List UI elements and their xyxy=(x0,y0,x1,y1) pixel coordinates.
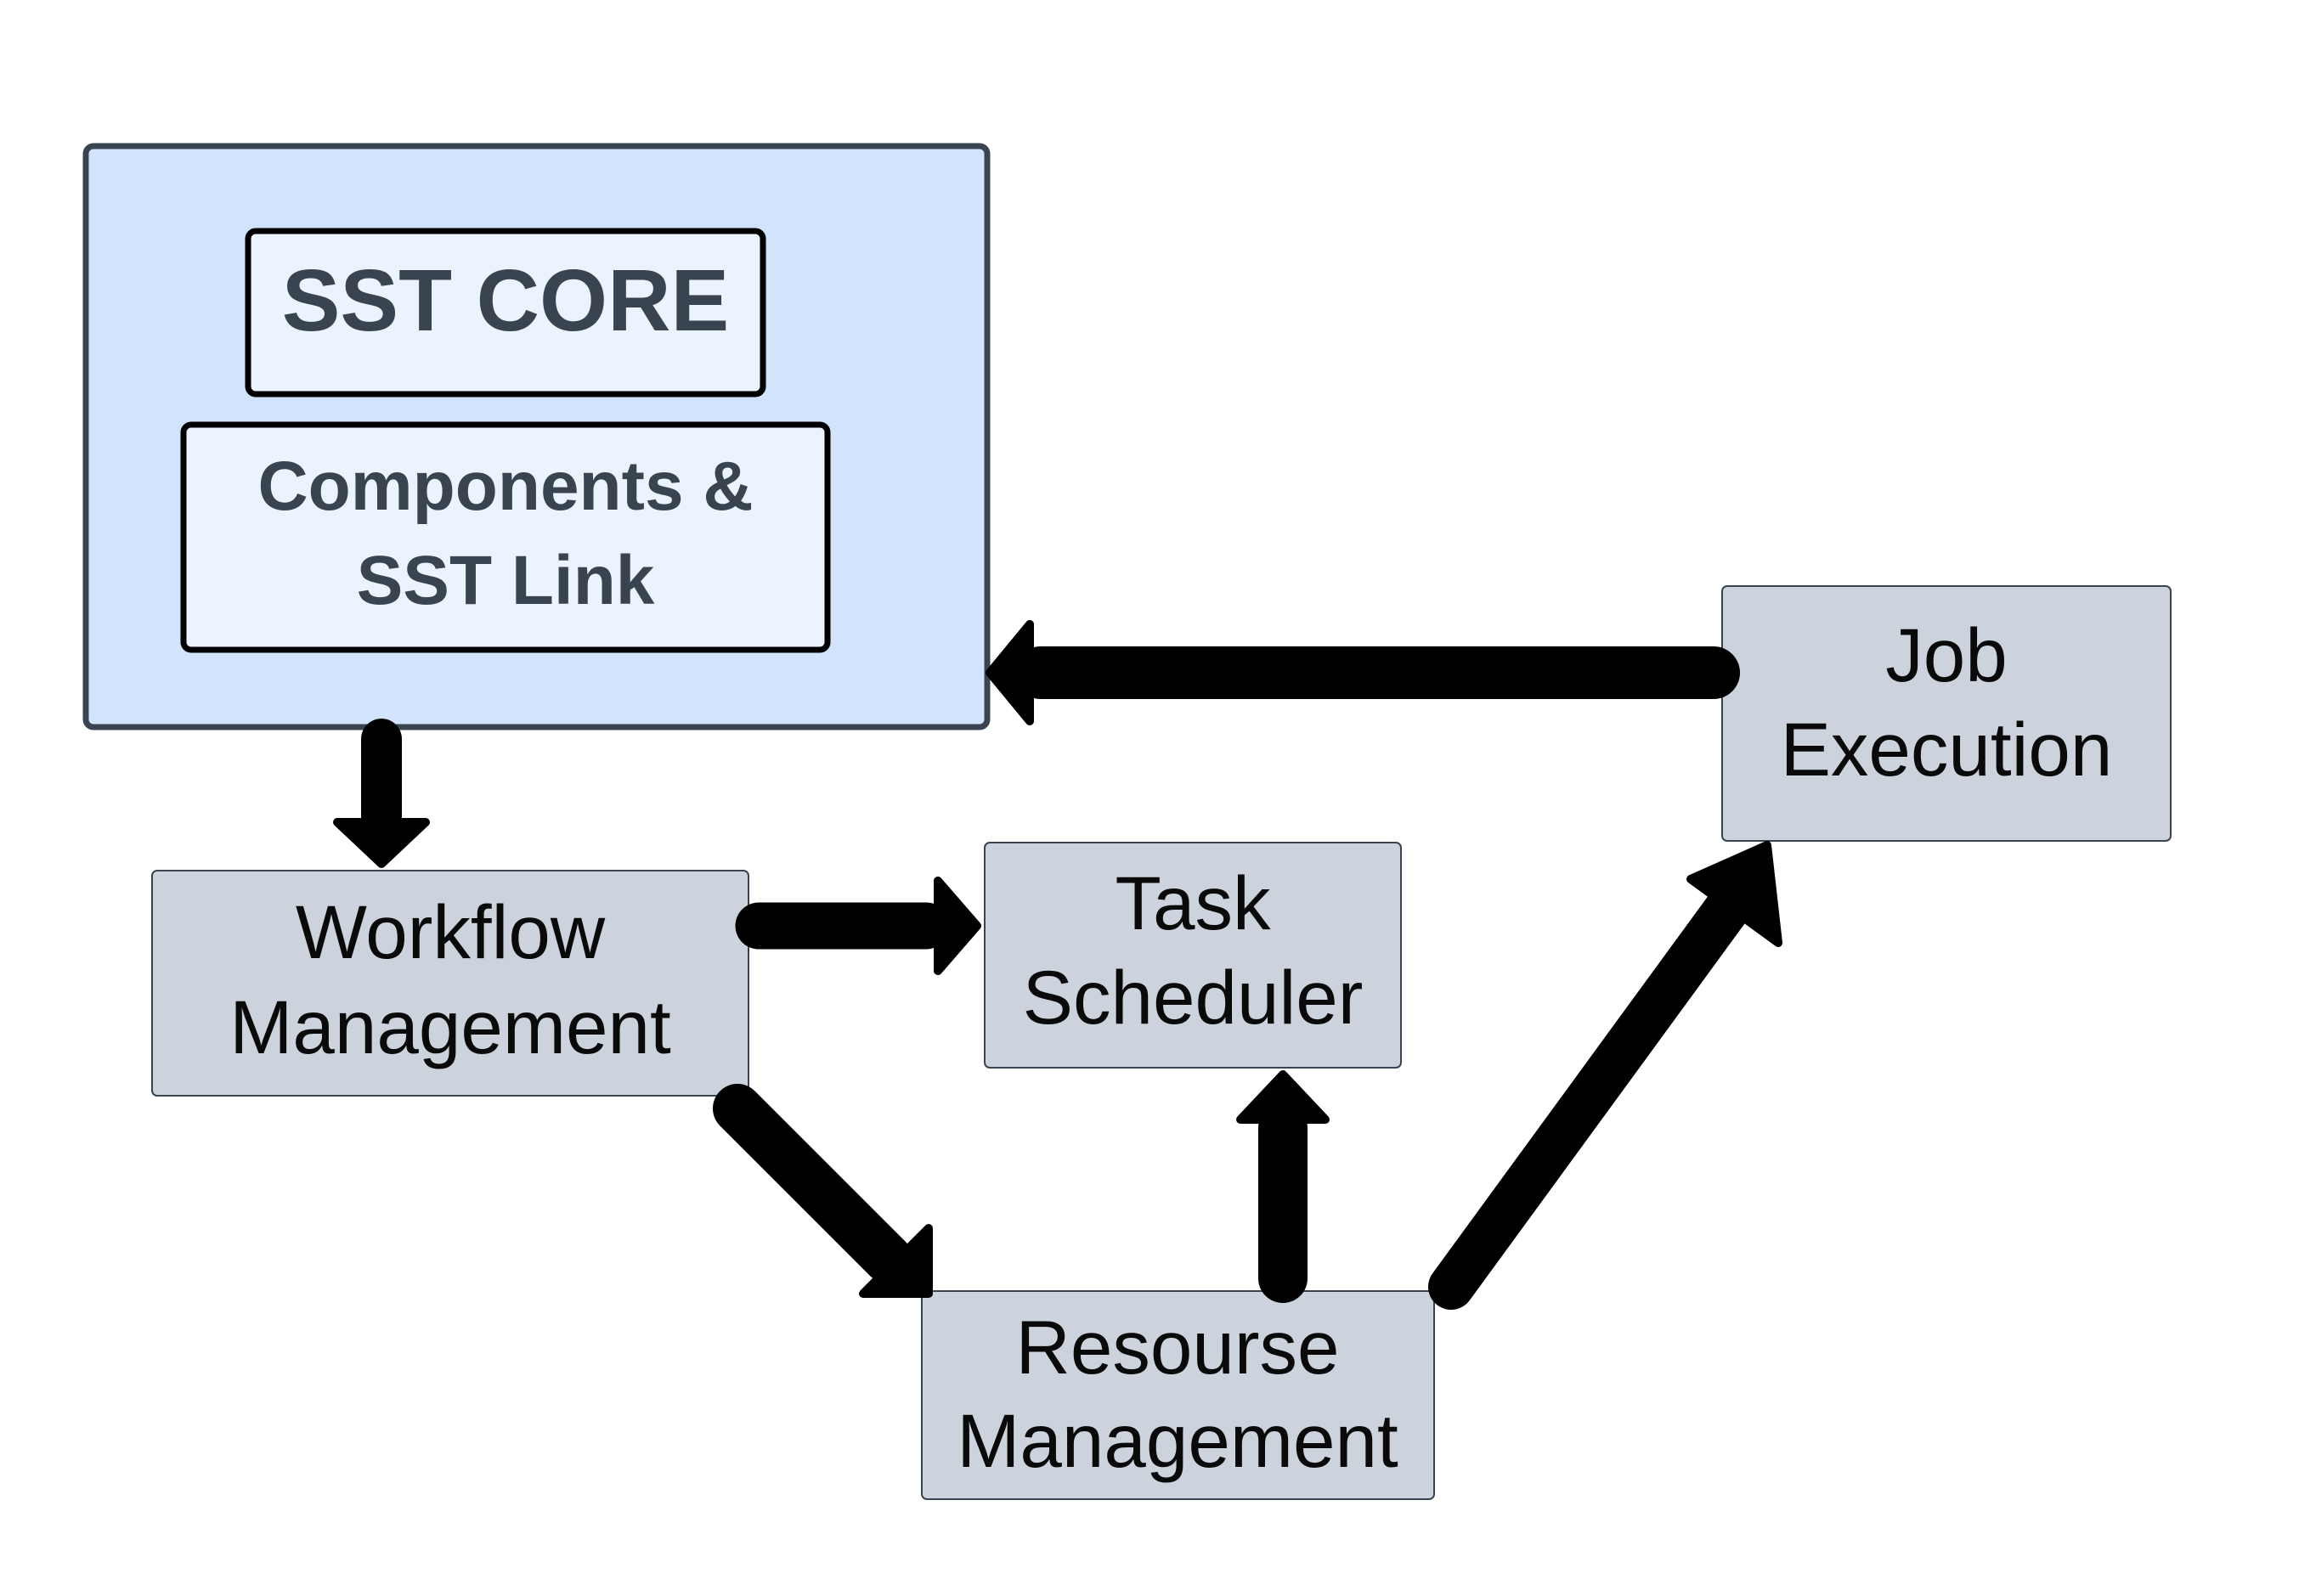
components-label-line1: Components & xyxy=(257,448,753,525)
components-label-line2: SST Link xyxy=(357,542,655,619)
workflow-management-node: Workflow Management xyxy=(151,870,749,1097)
arrow-workflow-to-resource xyxy=(713,1084,933,1298)
job-execution-node: Job Execution xyxy=(1721,585,2172,842)
arrow-core-to-workflow xyxy=(333,719,430,868)
components-sst-link-box: Components & SST Link xyxy=(180,421,831,653)
arrow-resource-to-task xyxy=(1236,1070,1330,1303)
sst-core-label: SST CORE xyxy=(282,251,730,349)
job-label-line2: Execution xyxy=(1781,707,2113,792)
resource-management-node: Resourse Management xyxy=(921,1290,1435,1500)
task-scheduler-node: Task Scheduler xyxy=(984,842,1402,1069)
sst-core-container: SST CORE Components & SST Link xyxy=(82,143,991,730)
arrow-resource-to-job xyxy=(1428,841,1782,1310)
workflow-label-line1: Workflow xyxy=(296,889,606,974)
arrow-job-to-core xyxy=(986,620,1740,725)
arrow-workflow-to-task xyxy=(735,877,981,975)
task-label-line1: Task xyxy=(1116,860,1271,945)
task-label-line2: Scheduler xyxy=(1023,955,1364,1040)
resource-label-line2: Management xyxy=(957,1398,1398,1483)
workflow-label-line2: Management xyxy=(229,984,671,1069)
sst-core-box: SST CORE xyxy=(245,228,766,398)
resource-label-line1: Resourse xyxy=(1016,1305,1340,1390)
job-label-line1: Job xyxy=(1885,612,2008,697)
